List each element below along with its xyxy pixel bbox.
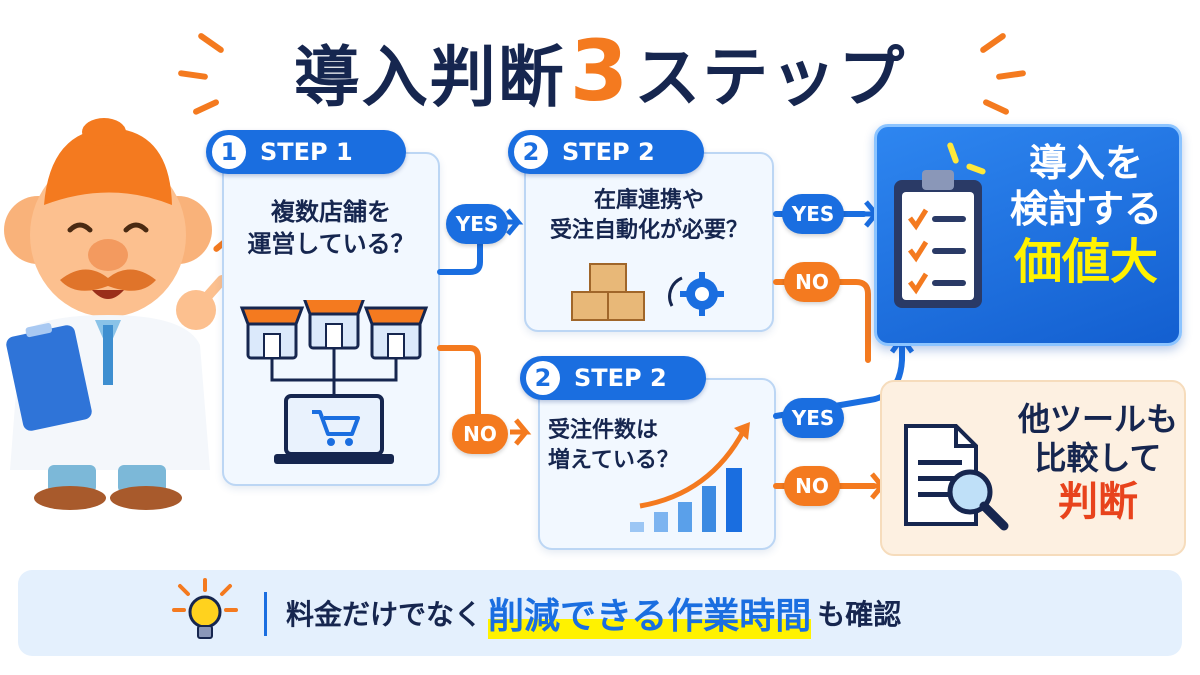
growth-chart-icon xyxy=(630,422,750,532)
step2-top-tag: 2 STEP 2 xyxy=(508,130,704,174)
step2-bottom-question: 受注件数は 増えている？ xyxy=(548,418,679,473)
result-yes-line2: 検討する xyxy=(1009,187,1162,232)
step2-bottom-no-pill: NO xyxy=(784,466,840,506)
step2-top-number: 2 xyxy=(514,135,548,169)
step1-question: 複数店舗を 運営している？ xyxy=(247,198,415,259)
bottom-suffix: も確認 xyxy=(817,598,902,631)
step2-top-no-pill: NO xyxy=(784,262,840,302)
step2-top-card xyxy=(524,152,774,332)
step1-tag: 1 STEP 1 xyxy=(206,130,406,174)
lightbulb-icon xyxy=(172,578,238,639)
step2-top-question: 在庫連携や 受注自動化が必要？ xyxy=(549,188,748,243)
title-part1: 導入判断 xyxy=(293,39,566,116)
boxes-icon xyxy=(571,263,645,321)
bottom-prefix: 料金だけでなく xyxy=(286,598,483,631)
bottom-highlight: 削減できる作業時間 xyxy=(488,587,812,639)
bottom-text: 料金だけでなく 削減できる作業時間 も確認 xyxy=(286,587,902,639)
checklist-clipboard-icon xyxy=(894,170,982,308)
step2-bottom-number: 2 xyxy=(526,361,560,395)
result-yes-line3: 価値大 xyxy=(1013,233,1158,290)
result-no-line3: 判断 xyxy=(1058,479,1138,526)
step1-number: 1 xyxy=(212,135,246,169)
step1-yes-pill: YES xyxy=(446,204,508,244)
step2-top-yes-pill: YES xyxy=(782,194,844,234)
sync-gear-icon xyxy=(668,272,724,316)
step2-bottom-label: STEP 2 xyxy=(574,364,667,392)
page-title: 導入判断 3 ステップ xyxy=(210,22,990,120)
step1-label: STEP 1 xyxy=(260,138,353,166)
result-yes-line1: 導入を xyxy=(1028,141,1143,185)
result-no-line1: 他ツールも xyxy=(1017,400,1178,438)
bottom-divider xyxy=(264,592,267,636)
step1-no-pill: NO xyxy=(452,414,508,454)
result-no-line2: 比較して xyxy=(1034,439,1162,478)
result-no-text: 他ツールも 比較して 判断 xyxy=(1016,400,1180,527)
title-part2: ステップ xyxy=(634,39,907,116)
stores-network-icon xyxy=(239,300,429,464)
step2-bottom-yes-pill: YES xyxy=(782,398,844,438)
mascot-doctor-icon xyxy=(4,118,227,510)
result-yes-text: 導入を 検討する 価値大 xyxy=(996,140,1176,291)
document-search-icon xyxy=(904,424,1009,531)
step2-top-label: STEP 2 xyxy=(562,138,655,166)
title-number: 3 xyxy=(569,22,631,120)
step2-bottom-tag: 2 STEP 2 xyxy=(520,356,706,400)
